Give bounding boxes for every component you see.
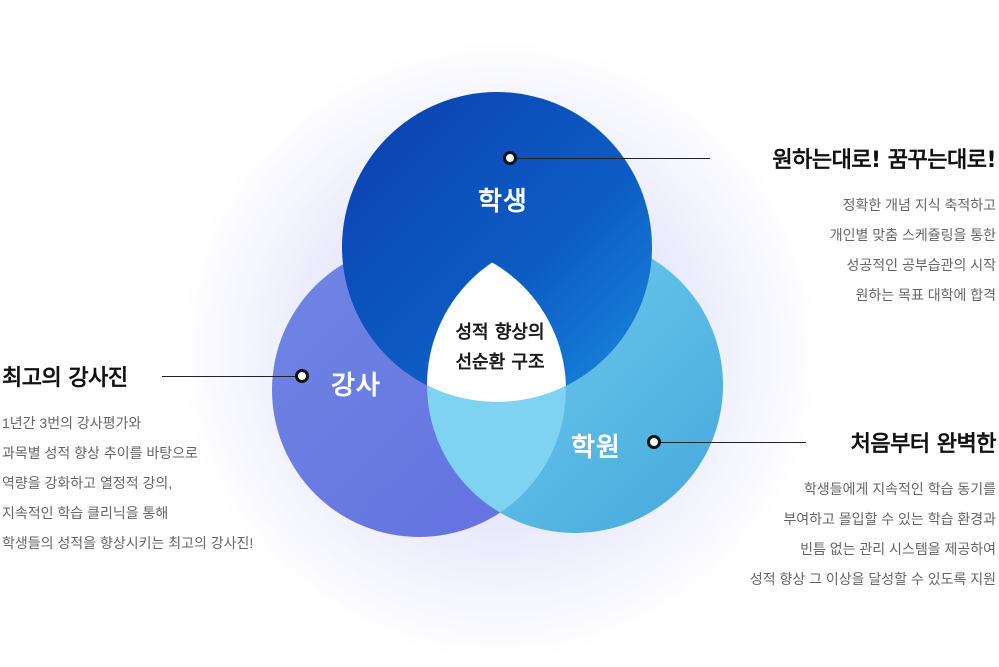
academy-heading: 처음부터 완벽한 [850,432,997,457]
teacher-leader-line [162,376,302,377]
center-label: 성적 향상의 선순환 구조 [420,318,580,378]
student-leader-line [510,158,710,159]
academy-leader-line [654,442,806,443]
student-line: 개인별 맞춤 스케쥴링을 통한 [829,227,996,243]
student-line: 정확한 개념 지식 축적하고 [842,197,996,213]
academy-description: 학생들에게 지속적인 학습 동기를 부여하고 몰입할 수 있는 학습 환경과 빈… [750,474,996,594]
academy-circle-label: 학원 [571,433,621,463]
teacher-line: 지속적인 학습 클리닉을 통해 [2,505,169,521]
student-block: 원하는대로! 꿈꾸는대로! 정확한 개념 지식 축적하고 개인별 맞춤 스케쥴링… [772,142,996,310]
student-circle [342,92,652,402]
teacher-block: 최고의 강사진 1년간 3번의 강사평가와 과목별 성적 향상 추이를 바탕으로… [2,360,253,558]
center-label-line2: 선순환 구조 [455,352,545,373]
center-label-line1: 성적 향상의 [455,322,545,343]
student-line: 성공적인 공부습관의 시작 [846,257,996,273]
teacher-heading: 최고의 강사진 [2,366,128,391]
academy-line: 성적 향상 그 이상을 달성할 수 있도록 지원 [749,571,996,587]
teacher-description: 1년간 3번의 강사평가와 과목별 성적 향상 추이를 바탕으로 역량을 강화하… [2,408,253,558]
student-line: 원하는 목표 대학에 합격 [855,287,996,303]
academy-leader-dot [647,435,661,449]
academy-block: 처음부터 완벽한 학생들에게 지속적인 학습 동기를 부여하고 몰입할 수 있는… [750,426,997,594]
academy-line: 부여하고 몰입할 수 있는 학습 환경과 [783,511,996,527]
student-description: 정확한 개념 지식 축적하고 개인별 맞춤 스케쥴링을 통한 성공적인 공부습관… [772,190,996,310]
teacher-circle-label: 강사 [331,371,381,401]
teacher-leader-dot [295,369,309,383]
student-leader-dot [503,151,517,165]
teacher-line: 학생들의 성적을 향상시키는 최고의 강사진! [2,535,254,551]
teacher-line: 1년간 3번의 강사평가와 [2,415,142,431]
teacher-line: 역량을 강화하고 열정적 강의, [2,475,173,491]
academy-line: 학생들에게 지속적인 학습 동기를 [804,481,996,497]
teacher-line: 과목별 성적 향상 추이를 바탕으로 [2,445,198,461]
student-heading: 원하는대로! 꿈꾸는대로! [772,148,996,173]
academy-line: 빈틈 없는 관리 시스템을 제공하여 [800,541,996,557]
student-circle-label: 학생 [478,187,528,217]
